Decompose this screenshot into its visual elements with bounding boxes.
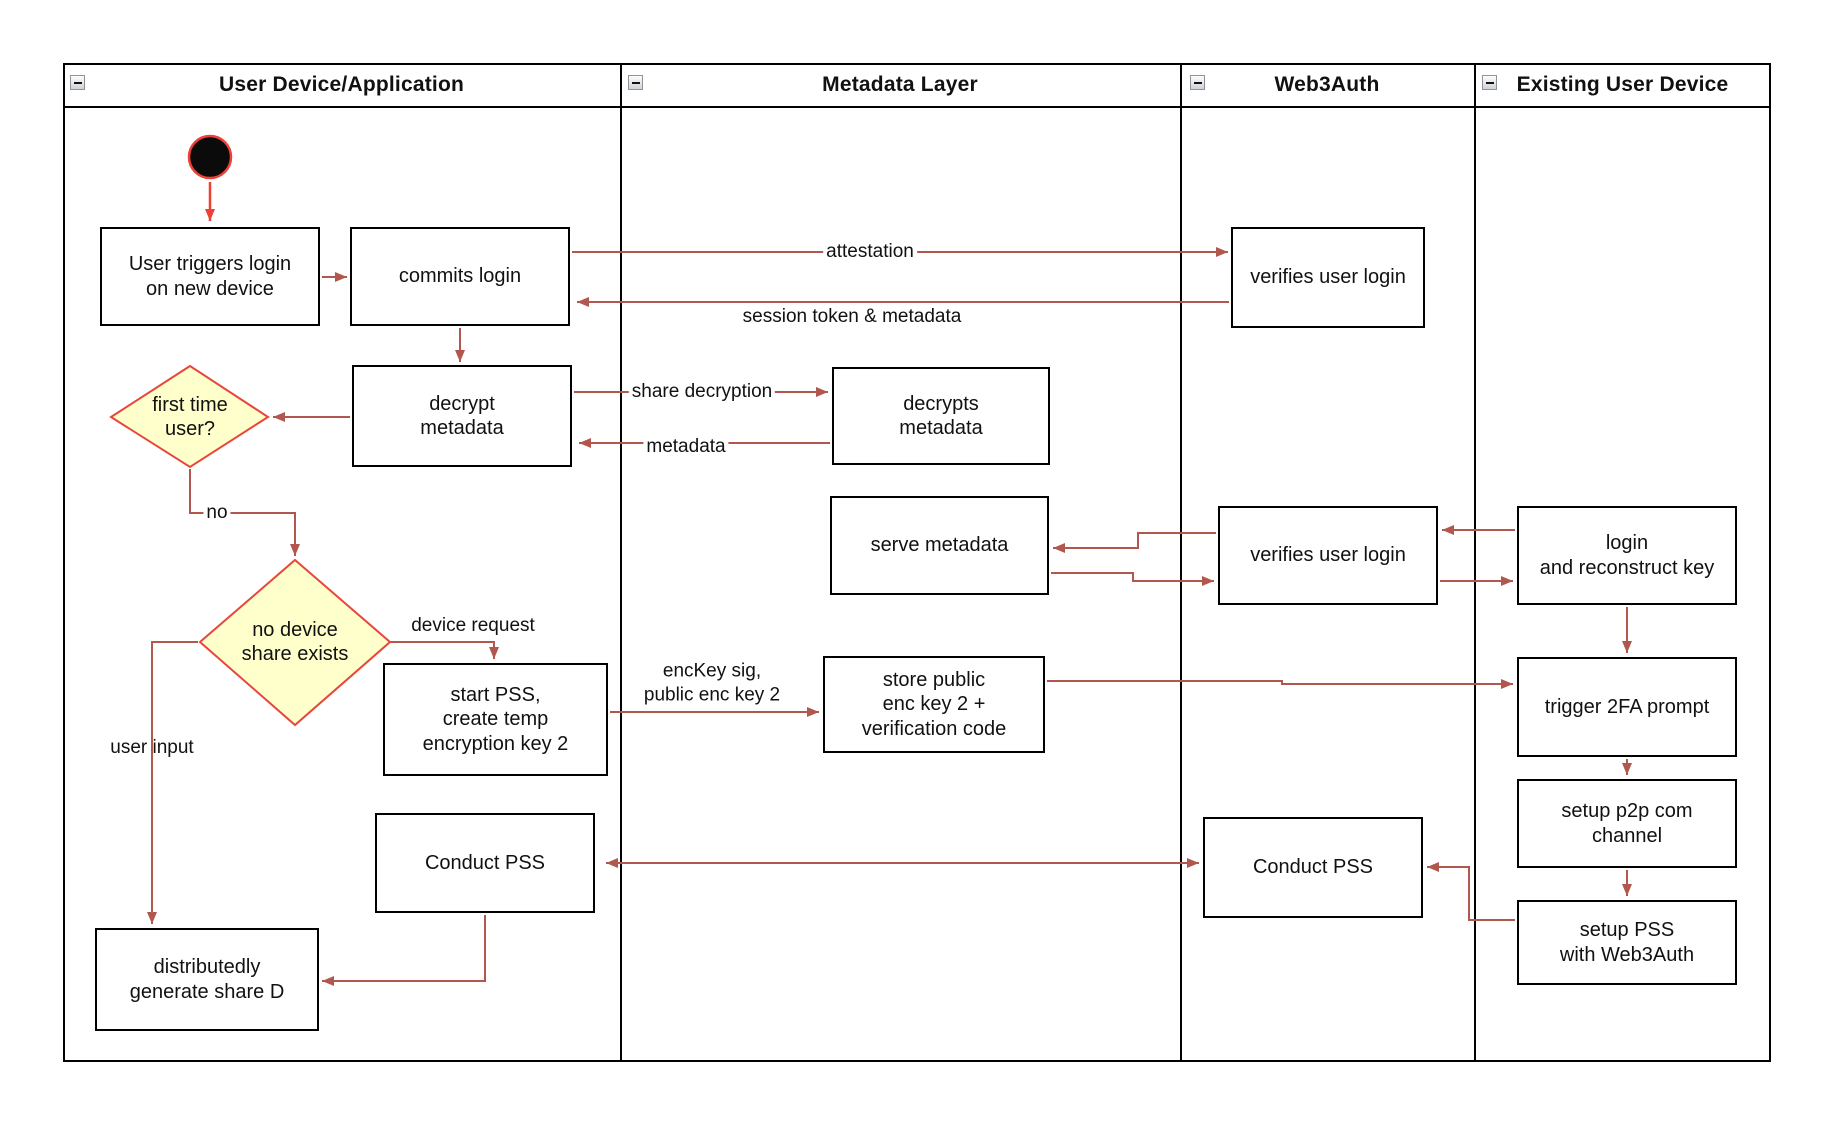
node-verifies-user-login-1[interactable]: verifies user login — [1231, 227, 1425, 328]
minus-icon — [1193, 81, 1202, 84]
edge-label-attestation: attestation — [823, 240, 917, 264]
decision-label-first-time-user: first time user? — [152, 394, 228, 440]
node-setup-pss[interactable]: setup PSS with Web3Auth — [1517, 900, 1737, 985]
lane-divider-2 — [1180, 63, 1182, 1062]
lane-header-user-device: User Device/Application — [218, 72, 464, 96]
lane-header-web3auth: Web3Auth — [1274, 72, 1380, 96]
node-decrypts-metadata[interactable]: decrypts metadata — [832, 367, 1050, 465]
node-login-reconstruct-key[interactable]: login and reconstruct key — [1517, 506, 1737, 605]
collapse-icon[interactable] — [1482, 75, 1497, 90]
edge-label-no: no — [203, 501, 231, 525]
node-setup-p2p[interactable]: setup p2p com channel — [1517, 779, 1737, 868]
decision-label-no-device-share: no device share exists — [241, 619, 349, 665]
collapse-icon[interactable] — [628, 75, 643, 90]
edge-label-share-decryption: share decryption — [628, 380, 776, 404]
lane-divider-3 — [1474, 63, 1476, 1062]
minus-icon — [631, 81, 640, 84]
edge-label-user-input: user input — [110, 737, 194, 759]
lane-header-existing-device: Existing User Device — [1516, 72, 1729, 96]
collapse-icon[interactable] — [1190, 75, 1205, 90]
header-separator — [63, 106, 1771, 108]
collapse-icon[interactable] — [70, 75, 85, 90]
lane-divider-1 — [620, 63, 622, 1062]
edge-label-enckey-sig: encKey sig, public enc key 2 — [640, 659, 784, 707]
node-serve-metadata[interactable]: serve metadata — [830, 496, 1049, 595]
lane-header-metadata-layer: Metadata Layer — [822, 72, 978, 96]
node-store-public-key[interactable]: store public enc key 2 + verification co… — [823, 656, 1045, 753]
node-trigger-2fa[interactable]: trigger 2FA prompt — [1517, 657, 1737, 757]
minus-icon — [73, 81, 82, 84]
edge-label-session-token: session token & metadata — [739, 305, 965, 329]
edge-label-device-request: device request — [408, 614, 538, 638]
node-verifies-user-login-2[interactable]: verifies user login — [1218, 506, 1438, 605]
edge-label-metadata: metadata — [643, 435, 729, 459]
node-conduct-pss-user[interactable]: Conduct PSS — [375, 813, 595, 913]
node-user-triggers-login[interactable]: User triggers login on new device — [100, 227, 320, 326]
minus-icon — [1485, 81, 1494, 84]
node-generate-share-d[interactable]: distributedly generate share D — [95, 928, 319, 1031]
node-decrypt-metadata[interactable]: decrypt metadata — [352, 365, 572, 467]
node-commits-login[interactable]: commits login — [350, 227, 570, 326]
node-start-pss[interactable]: start PSS, create temp encryption key 2 — [383, 663, 608, 776]
node-conduct-pss-web3auth[interactable]: Conduct PSS — [1203, 817, 1423, 918]
